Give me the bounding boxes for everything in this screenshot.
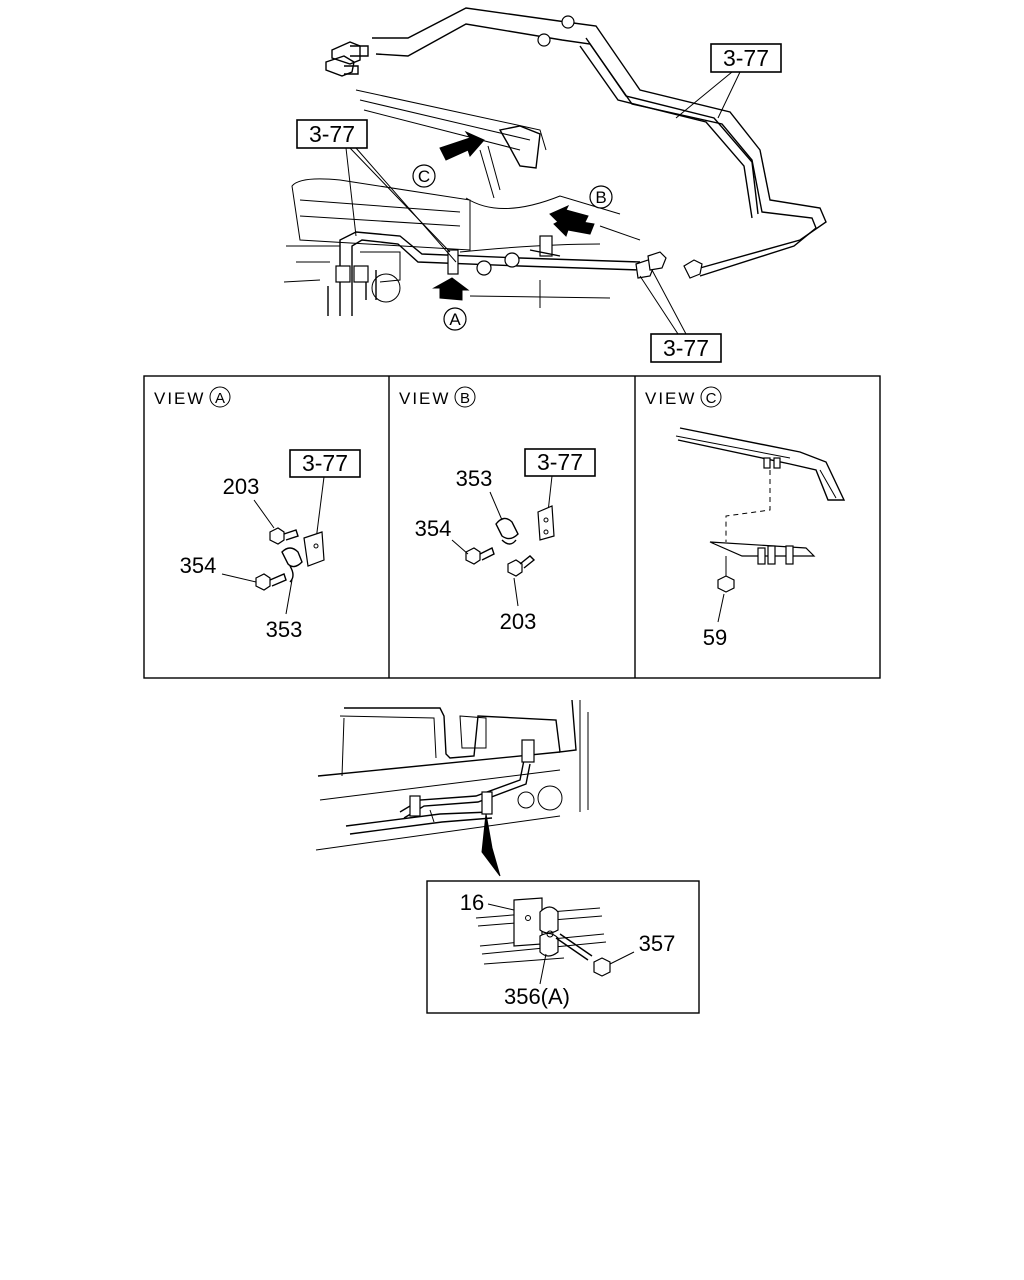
callout-b-letter: B (595, 188, 606, 207)
lower-assembly-view (315, 699, 589, 877)
ref-label-top-left: 3-77 (309, 121, 355, 147)
view-arrow-a: A (432, 277, 470, 331)
view-a-part-354: 354 (180, 553, 217, 578)
main-assembly-view: 3-77 (283, 7, 827, 363)
view-b-ref: 3-77 (537, 449, 583, 475)
brake-pipes-upper (372, 7, 827, 277)
view-a-part-203: 203 (223, 474, 260, 499)
ref-box-top-right: 3-77 (675, 43, 782, 119)
view-arrow-c: C (412, 130, 485, 188)
view-arrow-b: B (549, 185, 613, 237)
vehicle-frame (283, 89, 641, 308)
ref-label-top-right: 3-77 (723, 45, 769, 71)
view-b-part-203: 203 (500, 609, 537, 634)
view-panels: VIEW A 3-77 203 354 353 (143, 375, 881, 679)
view-a-title: VIEW (154, 389, 205, 408)
view-c-part-59: 59 (703, 625, 727, 650)
callout-a-letter: A (449, 310, 461, 329)
detail-part-356a: 356(A) (504, 984, 570, 1009)
callout-c-letter: C (418, 167, 430, 186)
ref-label-bottom: 3-77 (663, 335, 709, 361)
view-b-part-353: 353 (456, 466, 493, 491)
view-a-ref: 3-77 (302, 450, 348, 476)
clamp-detail-panel: 16 357 356(A) (426, 880, 700, 1014)
detail-part-16: 16 (460, 890, 484, 915)
view-a-part-353: 353 (266, 617, 303, 642)
view-b-letter: B (460, 390, 470, 407)
view-c-panel: VIEW C 59 (645, 386, 846, 650)
view-c-letter: C (706, 390, 717, 407)
view-a-letter: A (215, 390, 225, 407)
view-b-panel: VIEW B 3-77 353 354 203 (399, 386, 596, 634)
ref-box-top-left: 3-77 (296, 119, 457, 263)
upper-fittings (325, 41, 369, 77)
brake-pipes-lower (327, 231, 703, 316)
detail-part-357: 357 (639, 931, 676, 956)
ref-box-bottom: 3-77 (639, 269, 722, 363)
view-c-title: VIEW (645, 389, 696, 408)
view-b-title: VIEW (399, 389, 450, 408)
view-b-part-354: 354 (415, 516, 452, 541)
view-a-panel: VIEW A 3-77 203 354 353 (154, 386, 361, 642)
